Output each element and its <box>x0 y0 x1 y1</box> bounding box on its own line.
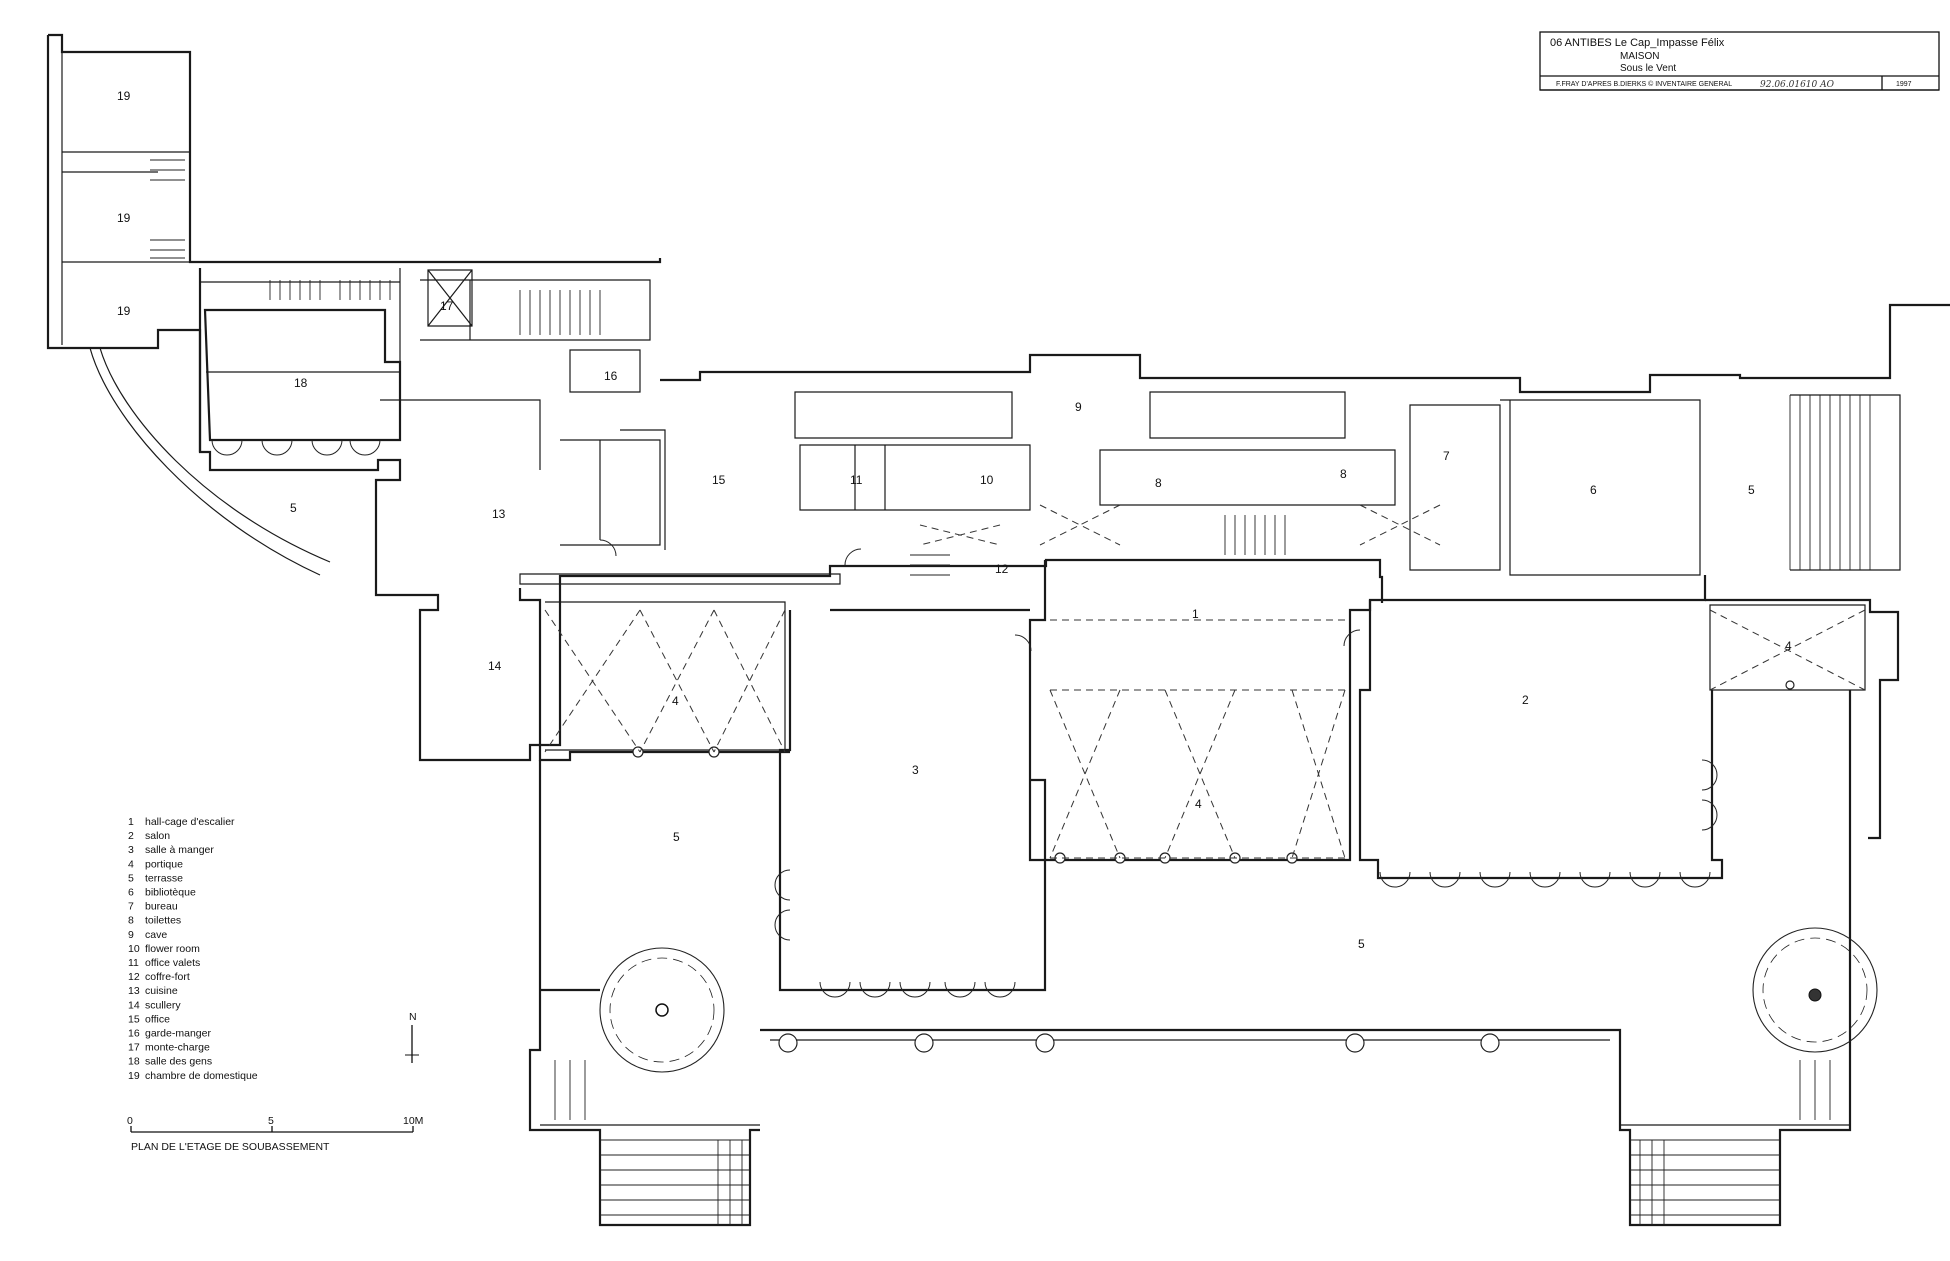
legend-label: cave <box>145 929 167 941</box>
title-credits: F.FRAY D'APRES B.DIERKS © INVENTAIRE GEN… <box>1556 80 1732 88</box>
legend-label: flower room <box>145 943 200 955</box>
room-label: 11 <box>850 473 863 487</box>
legend-label: portique <box>145 858 183 870</box>
scale-label-0: 0 <box>127 1115 133 1127</box>
legend-number: 15 <box>128 1013 140 1025</box>
legend-number: 13 <box>128 985 140 997</box>
room-label: 16 <box>604 369 618 383</box>
legend-label: salle à manger <box>145 844 214 856</box>
scale-bar: 0 5 10M PLAN DE L'ETAGE DE SOUBASSEMENT <box>127 1115 423 1153</box>
room-labels: 19 19 19 18 17 16 9 15 13 5 11 10 12 8 8… <box>117 89 1792 951</box>
legend-label: bibliotèque <box>145 887 196 899</box>
north-arrow: N <box>405 1011 419 1063</box>
room-label: 18 <box>294 376 308 390</box>
legend-number: 7 <box>128 901 134 913</box>
legend-number: 14 <box>128 999 140 1011</box>
scale-label-5: 5 <box>268 1115 274 1127</box>
service-wing <box>46 33 1384 762</box>
room-label: 15 <box>712 473 726 487</box>
legend-label: garde-manger <box>145 1028 211 1040</box>
room-label: 8 <box>1155 476 1162 490</box>
legend-number: 3 <box>128 844 134 856</box>
legend-number: 5 <box>128 872 134 884</box>
room-label: 14 <box>488 659 502 673</box>
title-line2: MAISON <box>1620 51 1659 62</box>
room-label: 5 <box>673 830 680 844</box>
room-label: 19 <box>117 304 131 318</box>
room-label: 13 <box>492 507 506 521</box>
legend-label: office <box>145 1013 170 1025</box>
drawing-title: PLAN DE L'ETAGE DE SOUBASSEMENT <box>131 1141 330 1153</box>
legend-number: 8 <box>128 915 134 927</box>
room-label: 8 <box>1340 467 1347 481</box>
legend: 1 hall-cage d'escalier 2 salon 3 salle à mang… <box>128 816 258 1082</box>
legend-number: 1 <box>128 816 134 828</box>
legend-number: 2 <box>128 830 134 842</box>
main-house <box>211 303 1950 1227</box>
legend-number: 12 <box>128 971 140 983</box>
north-label: N <box>409 1011 417 1023</box>
legend-number: 16 <box>128 1028 140 1040</box>
title-year: 1997 <box>1896 81 1912 88</box>
legend-label: hall-cage d'escalier <box>145 816 235 828</box>
legend-label: monte-charge <box>145 1042 210 1054</box>
legend-number: 9 <box>128 929 134 941</box>
legend-label: bureau <box>145 901 178 913</box>
legend-number: 17 <box>128 1042 140 1054</box>
legend-label: chambre de domestique <box>145 1070 258 1082</box>
room-label: 9 <box>1075 400 1082 414</box>
room-label: 12 <box>995 562 1009 576</box>
legend-number: 11 <box>128 957 139 969</box>
legend-label: salon <box>145 830 170 842</box>
room-label: 4 <box>1785 639 1792 653</box>
room-label: 10 <box>980 473 994 487</box>
room-label: 1 <box>1192 607 1199 621</box>
legend-number: 18 <box>128 1056 140 1068</box>
legend-label: scullery <box>145 999 181 1011</box>
title-line3: Sous le Vent <box>1620 63 1676 74</box>
legend-label: cuisine <box>145 985 178 997</box>
room-label: 17 <box>440 299 454 313</box>
legend-number: 4 <box>128 858 134 870</box>
room-label: 3 <box>912 763 919 777</box>
room-label: 19 <box>117 89 131 103</box>
legend-label: coffre-fort <box>145 971 190 983</box>
legend-number: 19 <box>128 1070 140 1082</box>
legend-label: toilettes <box>145 915 181 927</box>
legend-label: salle des gens <box>145 1056 212 1068</box>
title-block: 06 ANTIBES Le Cap_Impasse Félix MAISON S… <box>1539 31 1940 91</box>
legend-label: terrasse <box>145 872 183 884</box>
title-reference: 92.06.01610 AO <box>1760 80 1835 90</box>
legend-number: 6 <box>128 887 134 899</box>
room-label: 5 <box>1748 483 1755 497</box>
room-label: 2 <box>1522 693 1529 707</box>
room-label: 5 <box>1358 937 1365 951</box>
legend-label: office valets <box>145 957 200 969</box>
legend-number: 10 <box>128 943 140 955</box>
room-label: 6 <box>1590 483 1597 497</box>
room-label: 4 <box>1195 797 1202 811</box>
room-label: 5 <box>290 501 297 515</box>
room-label: 7 <box>1443 449 1450 463</box>
scale-label-10: 10M <box>403 1115 423 1127</box>
room-label: 19 <box>117 211 131 225</box>
room-label: 4 <box>672 694 679 708</box>
title-line1: 06 ANTIBES Le Cap_Impasse Félix <box>1550 37 1725 49</box>
